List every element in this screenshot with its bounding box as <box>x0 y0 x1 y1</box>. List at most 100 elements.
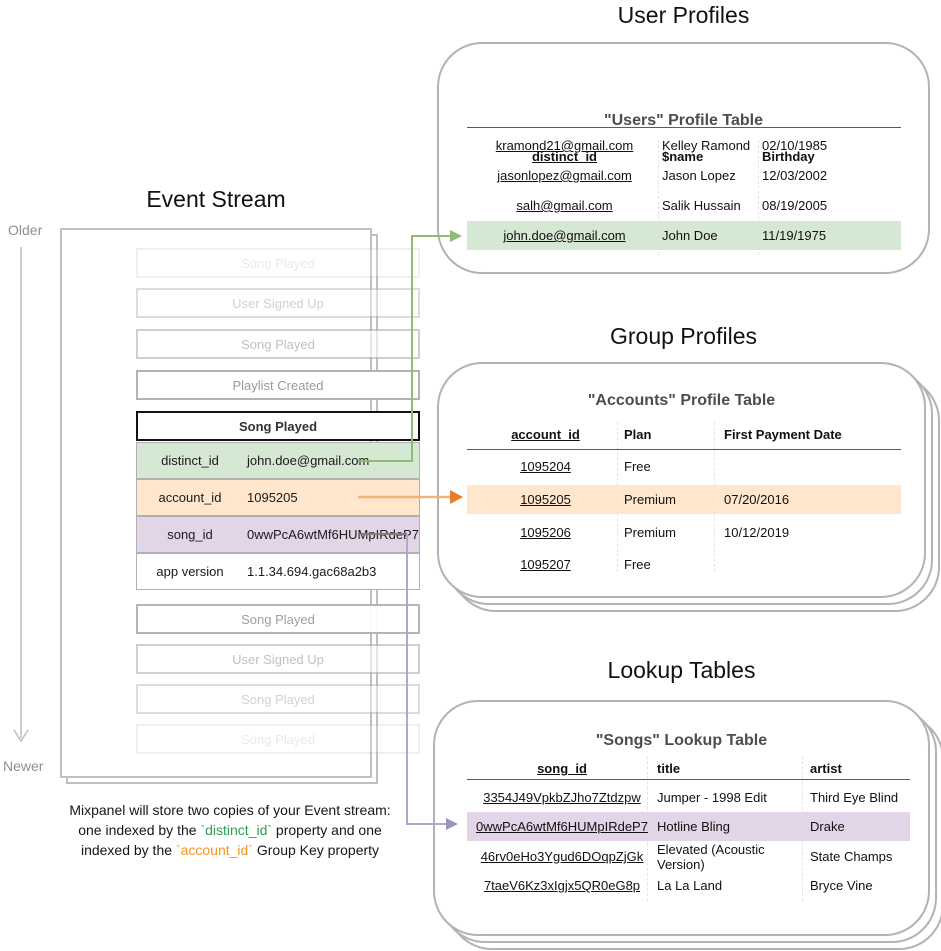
older-label: Older <box>8 222 43 238</box>
lookup-tables-title: Lookup Tables <box>607 657 756 683</box>
footnote-caption: Mixpanel will store two copies of your E… <box>30 800 430 860</box>
column-header-distinct-id: distinct_id <box>531 149 597 164</box>
column-header-first-payment: First Payment Date <box>724 427 842 442</box>
cell-account-id: 1095204 <box>520 459 571 474</box>
cell-artist: State Champs <box>810 849 893 864</box>
event-item: Song Played <box>136 604 420 634</box>
cell-title: Hotline Bling <box>657 819 730 834</box>
cell-distinct-id: john.doe@gmail.com <box>503 228 626 243</box>
cell-plan: Free <box>624 557 651 572</box>
event-property-song-id: song_id 0wwPcA6wtMf6HUMpIRdeP7 <box>136 516 420 553</box>
cell-artist: Third Eye Blind <box>810 790 899 805</box>
table-row-highlighted: 0wwPcA6wtMf6HUMpIRdeP7 Hotline Bling Dra… <box>467 812 910 841</box>
column-separator <box>758 140 759 255</box>
property-key: distinct_id <box>161 453 219 468</box>
table-row: 7taeV6Kz3xIgjx5QR0eG8p La La Land Bryce … <box>467 871 910 900</box>
cell-name: John Doe <box>662 228 718 243</box>
caption-text: indexed by the <box>80 842 176 858</box>
event-item-label: Song Played <box>241 611 315 627</box>
user-profiles-title: User Profiles <box>617 2 750 28</box>
column-header-title: title <box>657 761 681 776</box>
event-item: User Signed Up <box>136 644 420 674</box>
event-property-distinct-id: distinct_id john.doe@gmail.com <box>136 442 420 479</box>
cell-name: Jason Lopez <box>662 168 736 183</box>
event-item-label: Song Played <box>241 691 315 707</box>
caption-text: Group Key property <box>252 842 380 858</box>
table-row-highlighted: john.doe@gmail.com John Doe 11/19/1975 <box>467 221 901 250</box>
column-header-artist: artist <box>810 761 842 776</box>
column-header-account-id: account_id <box>511 427 580 442</box>
accounts-table-header: account_id Plan First Payment Date <box>467 420 901 449</box>
cell-song-id: 46rv0eHo3Ygud6DOqpZjGk <box>480 849 644 864</box>
cell-song-id: 0wwPcA6wtMf6HUMpIRdeP7 <box>476 819 648 834</box>
cell-title: Jumper - 1998 Edit <box>657 790 767 805</box>
cell-name: Salik Hussain <box>662 198 741 213</box>
users-table-header: distinct_id $name Birthday <box>467 142 901 171</box>
property-value: john.doe@gmail.com <box>247 453 370 468</box>
cell-distinct-id: kramond21@gmail.com <box>495 138 634 153</box>
caption-line-2: one indexed by the `distinct_id` propert… <box>30 820 430 840</box>
table-row-highlighted: 1095205 Premium 07/20/2016 <box>467 485 901 514</box>
cell-plan: Premium <box>624 525 677 540</box>
group-profiles-title: Group Profiles <box>609 323 757 349</box>
highlighted-user-row-bg <box>467 221 901 250</box>
event-stream-card: Song Played User Signed Up Song Played P… <box>60 228 420 778</box>
table-row: 1095207 Free <box>467 550 901 579</box>
caption-text: property and one <box>272 822 382 838</box>
cell-distinct-id: jasonlopez@gmail.com <box>497 168 632 183</box>
event-item: User Signed Up <box>136 288 420 318</box>
cell-birthday: 11/19/1975 <box>762 228 827 243</box>
event-item-label: Song Played <box>241 731 315 747</box>
event-item-label: Song Played <box>241 336 315 352</box>
accounts-profile-card: "Accounts" Profile Table account_id Plan… <box>437 362 926 598</box>
column-header-plan: Plan <box>624 427 652 442</box>
property-value: 0wwPcA6wtMf6HUMpIRdeP7 <box>247 527 419 542</box>
table-row: kramond21@gmail.com Kelley Ramond 02/10/… <box>467 131 901 160</box>
table-row: 1095204 Free <box>467 452 901 481</box>
header-rule <box>467 779 910 780</box>
caption-line-1: Mixpanel will store two copies of your E… <box>69 802 391 818</box>
cell-plan: Free <box>624 459 651 474</box>
event-item: Song Played <box>136 684 420 714</box>
cell-plan: Premium <box>624 492 677 507</box>
event-item-label: User Signed Up <box>232 295 324 311</box>
event-item-label: Song Played <box>241 255 315 271</box>
table-row: 46rv0eHo3Ygud6DOqpZjGk Elevated (Acousti… <box>467 841 910 872</box>
newer-label: Newer <box>3 758 44 774</box>
property-value: 1.1.34.694.gac68a2b3 <box>247 564 377 579</box>
cell-account-id: 1095206 <box>520 525 571 540</box>
header-rule <box>467 449 901 450</box>
event-stream-title: Event Stream <box>146 186 286 212</box>
property-key: account_id <box>158 490 222 505</box>
songs-lookup-card: "Songs" Lookup Table song_id title artis… <box>433 700 930 936</box>
column-header-birthday: Birthday <box>762 149 815 164</box>
cell-artist: Drake <box>810 819 845 834</box>
users-table-title: "Users" Profile Table <box>604 112 763 129</box>
caption-text: one indexed by the <box>78 822 201 838</box>
caption-line-3: indexed by the `account_id` Group Key pr… <box>30 840 430 860</box>
cell-song-id: 7taeV6Kz3xIgjx5QR0eG8p <box>483 878 641 893</box>
cell-account-id: 1095205 <box>520 492 571 507</box>
cell-artist: Bryce Vine <box>810 878 873 893</box>
cell-distinct-id: salh@gmail.com <box>516 198 613 213</box>
property-key: song_id <box>167 527 213 542</box>
event-item: Song Played <box>136 248 420 278</box>
event-property-app-version: app version 1.1.34.694.gac68a2b3 <box>136 553 420 590</box>
distinct-id-code: `distinct_id` <box>200 822 273 838</box>
cell-birthday: 02/10/1985 <box>762 138 828 153</box>
cell-title: Elevated (Acoustic Version) <box>657 841 765 872</box>
highlighted-song-row-bg <box>467 812 910 841</box>
property-key: app version <box>156 564 224 579</box>
expanded-event-name: Song Played <box>238 418 318 434</box>
expanded-event-header: Song Played <box>136 411 420 441</box>
event-item-label: Playlist Created <box>232 377 324 393</box>
header-rule <box>467 127 901 128</box>
cell-song-id: 3354J49VpkbZJho7Ztdzpw <box>483 790 641 805</box>
event-item-label: User Signed Up <box>232 651 324 667</box>
event-item: Playlist Created <box>136 370 420 400</box>
songs-table-title: "Songs" Lookup Table <box>595 732 768 749</box>
timeline-arrowhead-icon <box>13 729 29 743</box>
cell-first-payment: 07/20/2016 <box>724 492 790 507</box>
table-row: 1095206 Premium 10/12/2019 <box>467 518 901 547</box>
users-profile-card: "Users" Profile Table distinct_id $name … <box>437 42 930 274</box>
